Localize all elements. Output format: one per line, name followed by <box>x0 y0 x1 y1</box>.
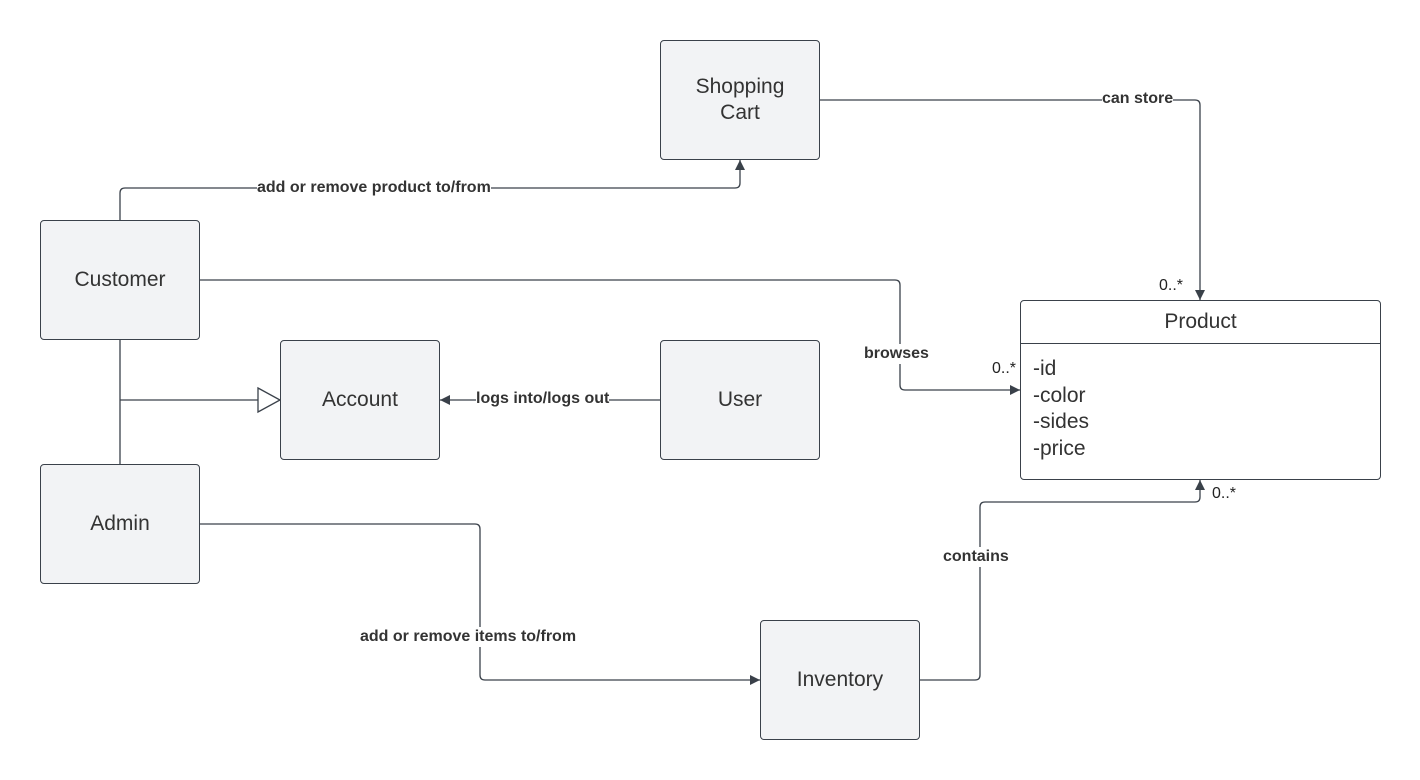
logs-into-label: logs into/logs out <box>476 389 610 409</box>
inventory-class[interactable]: Inventory <box>760 620 920 740</box>
can-store-label: can store <box>1102 89 1174 109</box>
browses-label: browses <box>864 344 929 364</box>
shopping-cart-class[interactable]: Shopping Cart <box>660 40 820 160</box>
add-remove-items-connector <box>200 523 760 685</box>
generalization-connector <box>119 340 258 464</box>
product-title: Product <box>1021 301 1380 344</box>
customer-class[interactable]: Customer <box>40 220 200 340</box>
add-remove-items-label: add or remove items to/from <box>360 627 577 647</box>
customer-label: Customer <box>74 268 166 291</box>
product-attribute: -id <box>1033 357 1057 380</box>
shopping-cart-label: Shopping Cart <box>695 75 785 124</box>
admin-label: Admin <box>90 512 150 535</box>
user-label: User <box>717 388 763 411</box>
account-label: Account <box>322 388 398 411</box>
add-remove-product-label: add or remove product to/from <box>257 178 491 198</box>
contains-product-multiplicity: 0..* <box>1212 485 1237 502</box>
product-attribute: -sides <box>1033 410 1090 433</box>
contains-connector <box>920 480 1205 681</box>
user-class[interactable]: User <box>660 340 820 460</box>
product-attribute: -color <box>1033 383 1086 407</box>
cart-product-multiplicity: 0..* <box>1159 277 1184 294</box>
browses-connector <box>200 279 1020 395</box>
generalization-arrowhead <box>257 386 282 414</box>
product-attribute: -price <box>1033 436 1086 460</box>
product-class[interactable]: Product -id -color -sides -price <box>1020 300 1381 480</box>
contains-label: contains <box>943 547 1009 567</box>
admin-class[interactable]: Admin <box>40 464 200 584</box>
product-attributes: -id -color -sides -price <box>1021 344 1380 462</box>
account-class[interactable]: Account <box>280 340 440 460</box>
can-store-connector <box>820 99 1205 300</box>
inventory-label: Inventory <box>796 668 884 691</box>
browses-product-multiplicity: 0..* <box>992 360 1017 377</box>
